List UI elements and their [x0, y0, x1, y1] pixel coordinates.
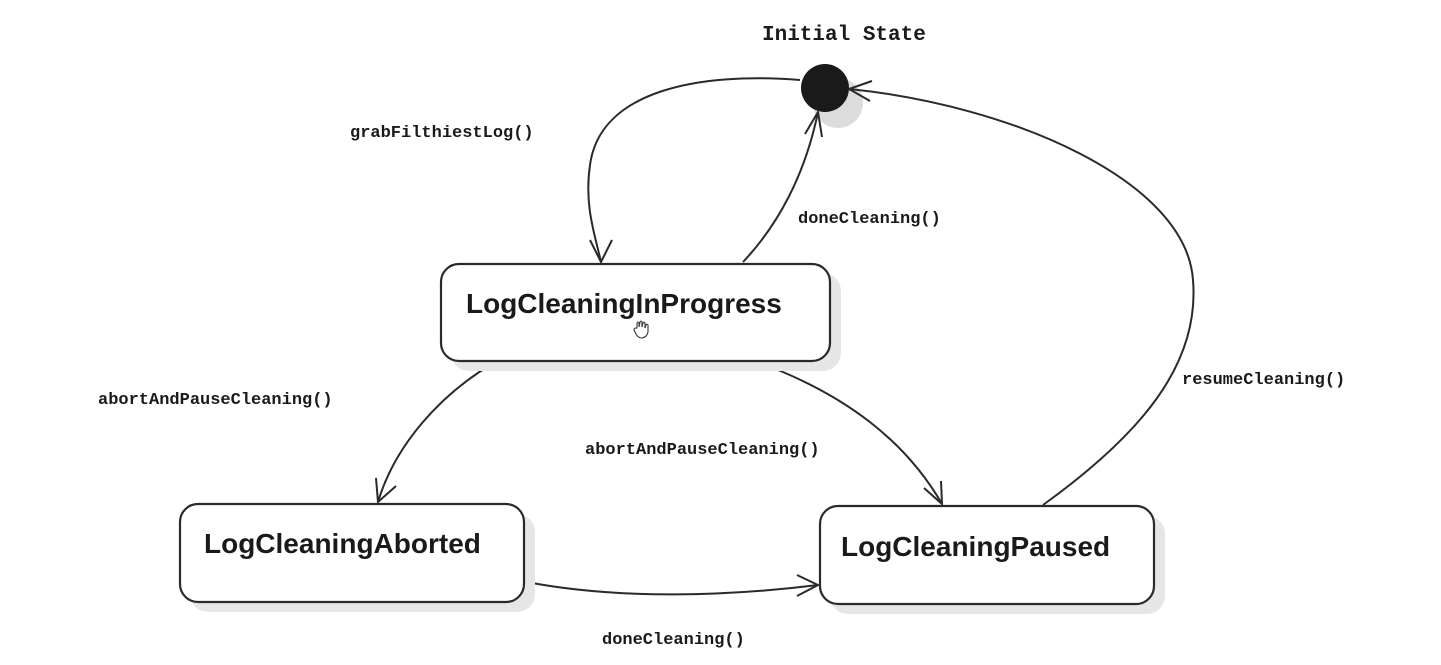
arrowhead-resume: [846, 80, 873, 102]
transition-abort-to-aborted[interactable]: [377, 363, 493, 503]
state-log-cleaning-in-progress[interactable]: LogCleaningInProgress: [439, 262, 841, 371]
transition-abort-to-paused[interactable]: [762, 363, 943, 505]
initial-state-label: Initial State: [762, 24, 926, 47]
arrowhead-done-aborted: [796, 574, 821, 597]
state-label-aborted: LogCleaningAborted: [204, 528, 481, 559]
transition-grab-filthiest-log[interactable]: [587, 77, 801, 263]
state-log-cleaning-paused[interactable]: LogCleaningPaused: [818, 504, 1165, 614]
transition-done-cleaning-from-progress[interactable]: [742, 111, 819, 263]
label-done-cleaning-aborted: doneCleaning(): [602, 631, 745, 650]
transition-done-cleaning-from-aborted[interactable]: [526, 581, 819, 596]
transition-resume-cleaning[interactable]: [848, 88, 1195, 506]
state-log-cleaning-aborted[interactable]: LogCleaningAborted: [178, 502, 535, 612]
initial-state: [801, 64, 863, 128]
transitions: [375, 77, 1195, 597]
state-label-in-progress: LogCleaningInProgress: [466, 288, 782, 319]
arrowhead-done-progress: [804, 109, 823, 138]
arrowhead-grab: [589, 239, 613, 265]
initial-state-dot[interactable]: [801, 64, 849, 112]
arrowhead-abort-paused: [923, 480, 944, 507]
label-abort-to-aborted: abortAndPauseCleaning(): [98, 391, 333, 410]
label-grab-filthiest-log: grabFilthiestLog(): [350, 124, 534, 143]
label-abort-to-paused: abortAndPauseCleaning(): [585, 441, 820, 460]
label-done-cleaning-progress: doneCleaning(): [798, 210, 941, 229]
label-resume-cleaning: resumeCleaning(): [1182, 371, 1345, 390]
hand-cursor-icon: [633, 320, 649, 339]
state-label-paused: LogCleaningPaused: [841, 531, 1110, 562]
arrowhead-abort-aborted: [375, 477, 397, 505]
